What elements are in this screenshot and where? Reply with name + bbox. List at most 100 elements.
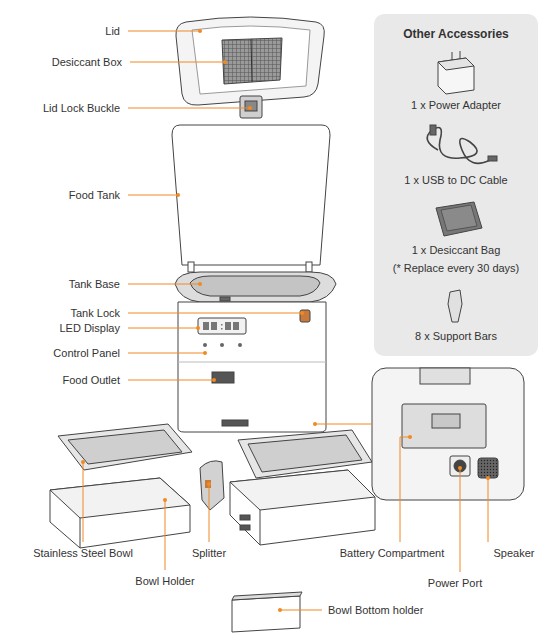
- part-label: Lid: [105, 25, 120, 37]
- right-bowl-drawing-part: [230, 470, 375, 545]
- leader-lines-part: [128, 195, 178, 196]
- part-label: Battery Compartment: [340, 547, 445, 559]
- part-label: Bowl Holder: [135, 575, 194, 587]
- accessory-text: 1 x Power Adapter: [374, 99, 538, 111]
- feeder-base-drawing-part: [212, 372, 234, 383]
- part-label: Tank Base: [69, 278, 120, 290]
- accessory-text: 8 x Support Bars: [374, 330, 538, 342]
- food-tank-drawing-part: [188, 262, 194, 272]
- feeder-base-drawing-part-part: [221, 324, 223, 326]
- bottom-view-drawing-part: [454, 460, 466, 472]
- bottom-view-drawing: [372, 368, 524, 500]
- leader-lines-part: [128, 108, 250, 109]
- right-bowl-drawing-part: [230, 470, 375, 510]
- feeder-base-drawing-part: [178, 362, 326, 363]
- leader-lines-part: [128, 380, 214, 381]
- bowl-bottom-holder-drawing-part: [232, 592, 302, 600]
- bowl-bottom-holder-drawing-part: [232, 596, 300, 632]
- bottom-view-drawing-part: [372, 368, 524, 500]
- accessory-icons-part: [448, 290, 462, 322]
- lid-drawing-part: [240, 96, 262, 118]
- feeder-base-drawing-part: [178, 302, 326, 432]
- leader-lines: [83, 31, 488, 610]
- left-bowl-drawing-part: [68, 430, 182, 464]
- right-bowl-drawing-part: [240, 515, 250, 520]
- leader-dots: [81, 29, 490, 612]
- leader-dots-part: [278, 608, 282, 612]
- leader-dots-part: [212, 378, 216, 382]
- feeder-base-drawing-part-part: [225, 322, 231, 330]
- accessory-icons-part: [436, 202, 482, 236]
- feeder-base-drawing: [178, 302, 326, 432]
- leader-dots-part: [458, 466, 462, 470]
- leader-dots-part: [163, 498, 167, 502]
- accessory-icons-part: [438, 58, 474, 70]
- part-label: Splitter: [192, 547, 226, 559]
- accessory-icons-part: [427, 128, 490, 164]
- leader-lines-part: [165, 500, 166, 570]
- part-label: Lid Lock Buckle: [43, 102, 120, 114]
- lid-drawing-part: [176, 17, 324, 105]
- leader-dots-part: [486, 476, 490, 480]
- bottom-view-drawing-part: [420, 368, 470, 384]
- part-label: Bowl Bottom holder: [328, 604, 423, 616]
- accessory-icons-part: [441, 205, 477, 231]
- part-label: Desiccant Box: [52, 56, 122, 68]
- leader-dots-part: [248, 106, 252, 110]
- leader-lines-part: [83, 462, 84, 542]
- accessory-icons-part: [460, 51, 461, 59]
- part-label: Food Tank: [69, 189, 120, 201]
- lid-drawing-part: [222, 38, 282, 84]
- part-label: Stainless Steel Bowl: [33, 547, 133, 559]
- food-tank-drawing-part: [172, 125, 330, 265]
- leader-lines-part: [209, 484, 210, 542]
- feeder-base-drawing-part: [220, 343, 224, 347]
- splitter-drawing-part: [200, 461, 224, 510]
- bowl-bottom-holder-drawing: [232, 592, 302, 632]
- feeder-base-drawing-part: [238, 343, 242, 347]
- right-bowl-drawing-part: [248, 435, 362, 472]
- leader-lines-part: [128, 284, 200, 285]
- feeder-base-drawing-part: [222, 420, 248, 426]
- leader-dots-part: [223, 60, 227, 64]
- lid-drawing: [176, 17, 324, 118]
- bottom-view-drawing-part: [402, 404, 486, 448]
- right-bowl-drawing-part: [238, 430, 372, 478]
- right-bowl-drawing-part: [260, 510, 261, 545]
- feeder-base-drawing-part-part: [233, 322, 239, 330]
- leader-dots-part: [203, 351, 207, 355]
- accessory-text: (* Replace every 30 days): [374, 262, 538, 274]
- feeder-base-drawing-part: [198, 318, 246, 334]
- leader-dots-part: [207, 482, 211, 486]
- part-label: Power Port: [428, 577, 482, 589]
- part-label: Speaker: [494, 547, 535, 559]
- lid-drawing-part: [245, 101, 257, 111]
- feeder-base-drawing-part-part: [211, 322, 217, 330]
- bottom-view-drawing-part: [478, 458, 498, 478]
- part-label: LED Display: [59, 322, 120, 334]
- leader-lines-part: [128, 31, 200, 32]
- accessory-icons-part: [452, 52, 453, 60]
- leader-lines-part: [280, 610, 322, 611]
- splitter-drawing: [200, 461, 224, 510]
- accessory-icons-part: [430, 125, 436, 135]
- left-bowl-drawing-part: [50, 478, 190, 518]
- accessory-icons-part: [438, 58, 474, 94]
- right-bowl-drawing: [230, 430, 375, 545]
- leader-lines-part: [128, 328, 198, 329]
- feeder-base-drawing-part: [203, 343, 207, 347]
- accessory-text: 1 x USB to DC Cable: [374, 174, 538, 186]
- feeder-base-drawing-part-part: [221, 328, 223, 330]
- accessory-icons-part: [488, 156, 497, 161]
- bottom-view-drawing-part: [432, 414, 460, 428]
- leader-dots-part: [408, 435, 412, 439]
- leader-lines-part: [315, 424, 372, 425]
- feeder-base-drawing-part-part: [203, 322, 209, 330]
- splitter-drawing-part: [205, 480, 211, 488]
- leader-lines-part: [460, 468, 461, 572]
- left-bowl-drawing-part: [58, 424, 192, 470]
- left-bowl-drawing-part: [80, 518, 81, 548]
- leader-dots-part: [176, 193, 180, 197]
